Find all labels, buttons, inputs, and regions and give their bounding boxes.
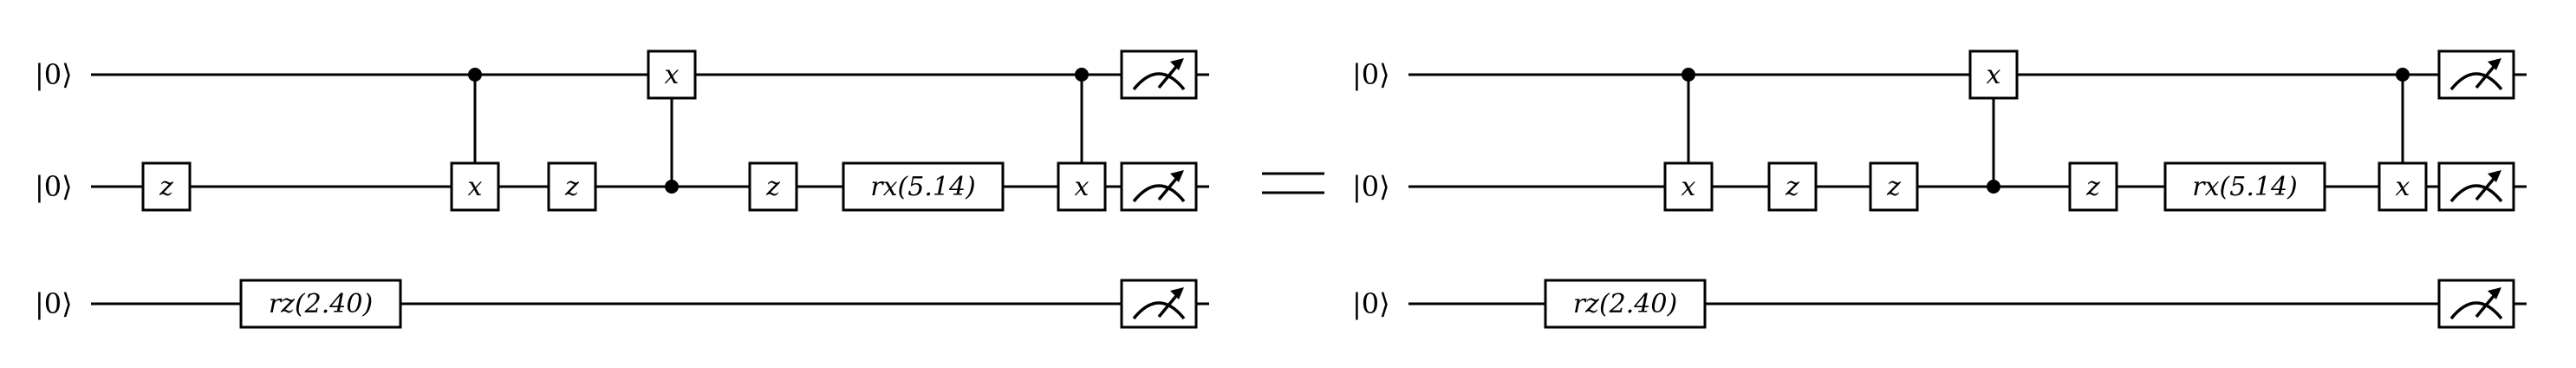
meter-arrowhead bbox=[2488, 58, 2501, 70]
gate-box bbox=[748, 161, 798, 212]
gate-label: z bbox=[765, 172, 780, 202]
meter-icon bbox=[1132, 301, 1186, 320]
meter-icon bbox=[2449, 301, 2503, 320]
measure-gate bbox=[2437, 161, 2515, 212]
control-dot bbox=[1682, 68, 1695, 82]
control-dot bbox=[1987, 180, 2000, 194]
gate-label: x bbox=[2396, 172, 2410, 202]
gate-label: x bbox=[468, 172, 483, 202]
gate-box bbox=[647, 49, 697, 100]
gate-label: rx(5.14) bbox=[870, 172, 975, 202]
gate-box bbox=[1767, 161, 1818, 212]
measure-gate bbox=[1120, 161, 1198, 212]
gate-z: z bbox=[1869, 161, 1919, 212]
gate-label: rx(5.14) bbox=[2192, 172, 2297, 202]
gate-label: z bbox=[159, 172, 173, 202]
qubit-label: |0⟩ bbox=[35, 170, 73, 203]
gate-box bbox=[842, 161, 1005, 212]
meter-arrowhead bbox=[1170, 58, 1184, 70]
gate-rx514: rx(5.14) bbox=[2163, 161, 2326, 212]
gate-box bbox=[1057, 161, 1107, 212]
controlled-x-gate: x bbox=[1968, 49, 2019, 194]
gate-label: x bbox=[1075, 172, 1090, 202]
gate-rx514: rx(5.14) bbox=[842, 161, 1005, 212]
gate-z: z bbox=[1767, 161, 1818, 212]
gate-z: z bbox=[2068, 161, 2118, 212]
meter-arrowhead bbox=[2488, 287, 2501, 299]
meter-icon bbox=[2449, 184, 2503, 203]
gate-box bbox=[1544, 279, 1707, 329]
controlled-x-gate: x bbox=[1663, 68, 1714, 212]
meter-icon bbox=[2449, 72, 2503, 91]
gate-box bbox=[239, 279, 402, 329]
gate-label: rz(2.40) bbox=[269, 289, 373, 319]
meter-arrowhead bbox=[1170, 170, 1184, 182]
gate-box bbox=[450, 161, 500, 212]
control-dot bbox=[468, 68, 482, 82]
target-x-gate: x bbox=[450, 161, 500, 212]
gate-box bbox=[547, 161, 597, 212]
gate-box bbox=[1869, 161, 1919, 212]
gate-label: rz(2.40) bbox=[1573, 289, 1677, 319]
target-x-gate: x bbox=[1057, 161, 1107, 212]
qubit-label: |0⟩ bbox=[35, 58, 73, 91]
meter-icon bbox=[1132, 184, 1186, 203]
gate-z: z bbox=[547, 161, 597, 212]
gate-box bbox=[1663, 161, 1714, 212]
control-dot bbox=[2396, 68, 2410, 82]
target-x-gate: x bbox=[1663, 161, 1714, 212]
target-x-gate: x bbox=[2378, 161, 2428, 212]
meter-icon bbox=[1132, 72, 1186, 91]
equals-sign: = bbox=[1262, 172, 1324, 194]
measure-gate bbox=[1120, 279, 1198, 329]
gate-box bbox=[2378, 161, 2428, 212]
controlled-x-gate: x bbox=[450, 68, 500, 212]
gate-box bbox=[2163, 161, 2326, 212]
measure-gate bbox=[2437, 49, 2515, 100]
gate-label: z bbox=[1886, 172, 1901, 202]
controlled-x-gate: x bbox=[2378, 68, 2428, 212]
gate-label: z bbox=[564, 172, 579, 202]
meter-arrowhead bbox=[2488, 170, 2501, 182]
measure-gate bbox=[1120, 49, 1198, 100]
controlled-x-gate: x bbox=[647, 49, 697, 194]
target-x-gate: x bbox=[647, 49, 697, 100]
qubit-label: |0⟩ bbox=[1352, 170, 1390, 203]
control-dot bbox=[665, 180, 679, 194]
gate-label: x bbox=[665, 60, 680, 90]
gate-box bbox=[1968, 49, 2019, 100]
gate-box bbox=[141, 161, 192, 212]
qubit-label: |0⟩ bbox=[1352, 58, 1390, 91]
control-dot bbox=[1075, 68, 1089, 82]
meter-box bbox=[2437, 49, 2515, 100]
gate-rz240: rz(2.40) bbox=[1544, 279, 1707, 329]
gate-label: z bbox=[2085, 172, 2100, 202]
controlled-x-gate: x bbox=[1057, 68, 1107, 212]
gate-label: z bbox=[1785, 172, 1799, 202]
gate-rz240: rz(2.40) bbox=[239, 279, 402, 329]
target-x-gate: x bbox=[1968, 49, 2019, 100]
qubit-label: |0⟩ bbox=[1352, 287, 1390, 320]
gate-label: x bbox=[1682, 172, 1696, 202]
measure-gate bbox=[2437, 279, 2515, 329]
gate-box bbox=[2068, 161, 2118, 212]
qubit-label: |0⟩ bbox=[35, 287, 73, 320]
gate-label: x bbox=[1987, 60, 2001, 90]
meter-arrowhead bbox=[1170, 287, 1184, 299]
gate-z: z bbox=[748, 161, 798, 212]
right-circuit: |0⟩ |0⟩ |0⟩ rz(2.40) x z z x z rx(5.14) x bbox=[1352, 49, 2527, 329]
left-circuit: |0⟩ |0⟩ |0⟩ z rz(2.40) x z x z rx(5.14) x bbox=[35, 49, 1209, 329]
gate-z: z bbox=[141, 161, 192, 212]
